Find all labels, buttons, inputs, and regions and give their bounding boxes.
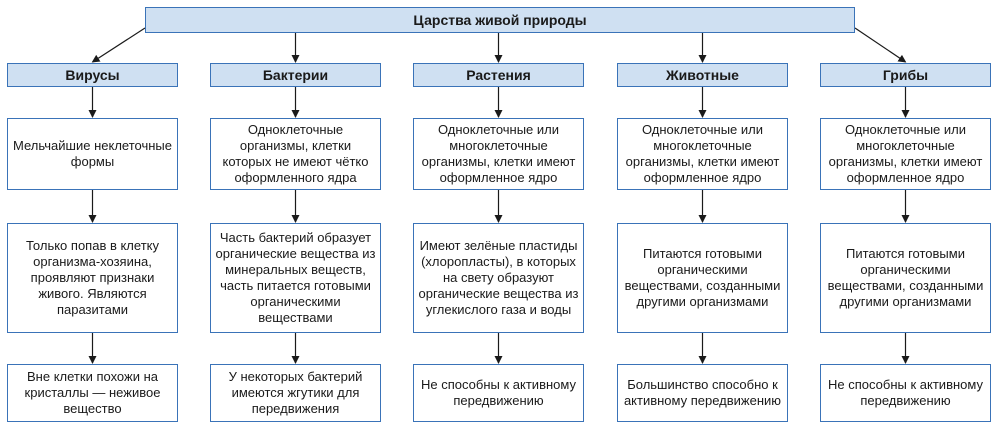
connector-arrow bbox=[854, 27, 907, 63]
kingdom-header: Вирусы bbox=[7, 63, 178, 87]
kingdom-description-cell: Питаются готовыми органическими вещества… bbox=[820, 223, 991, 333]
kingdom-header: Грибы bbox=[820, 63, 991, 87]
kingdom-description-cell: Одноклеточные или многоклеточные организ… bbox=[413, 118, 584, 190]
diagram-root-title: Царства живой природы bbox=[145, 7, 855, 33]
kingdom-header: Животные bbox=[617, 63, 788, 87]
kingdom-description-cell: Часть бактерий образует органические вещ… bbox=[210, 223, 381, 333]
kingdom-description-cell: Большинство способно к активному передви… bbox=[617, 364, 788, 422]
kingdom-description-cell: У некоторых бактерий имеются жгутики для… bbox=[210, 364, 381, 422]
kingdom-header: Растения bbox=[413, 63, 584, 87]
kingdom-description-cell: Только попав в клетку организма-хозяина,… bbox=[7, 223, 178, 333]
kingdom-description-cell: Не способны к активному передвижению bbox=[820, 364, 991, 422]
kingdom-description-cell: Питаются готовыми органическими вещества… bbox=[617, 223, 788, 333]
connector-arrow bbox=[91, 27, 146, 63]
kingdom-description-cell: Одноклеточные организмы, клетки которых … bbox=[210, 118, 381, 190]
kingdom-description-cell: Имеют зелёные пластиды (хлоропласты), в … bbox=[413, 223, 584, 333]
kingdom-header: Бактерии bbox=[210, 63, 381, 87]
kingdom-description-cell: Мельчайшие неклеточные формы bbox=[7, 118, 178, 190]
kingdom-description-cell: Вне клетки похожи на кристаллы — неживое… bbox=[7, 364, 178, 422]
kingdom-description-cell: Не способны к активному передвижению bbox=[413, 364, 584, 422]
kingdom-description-cell: Одноклеточные или многоклеточные организ… bbox=[617, 118, 788, 190]
kingdom-description-cell: Одноклеточные или многоклеточные организ… bbox=[820, 118, 991, 190]
